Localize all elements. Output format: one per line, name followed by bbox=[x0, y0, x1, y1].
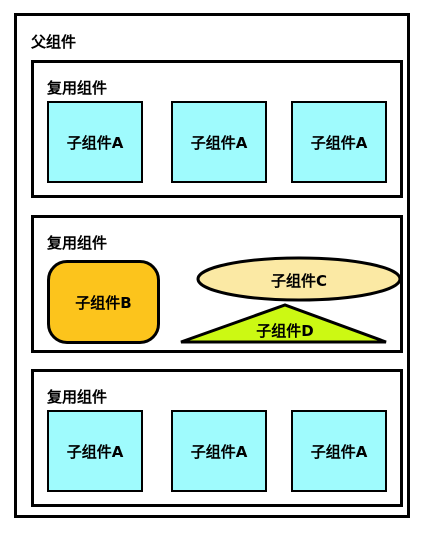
reusable-component-title: 复用组件 bbox=[47, 388, 108, 406]
child-component-a: 子组件A bbox=[171, 410, 267, 492]
child-component-a: 子组件A bbox=[171, 101, 267, 183]
reusable-component-middle: 复用组件 子组件B 子组件C 子组件D bbox=[31, 215, 403, 353]
parent-component-title: 父组件 bbox=[31, 33, 77, 51]
reusable-component-top: 复用组件 子组件A 子组件A 子组件A bbox=[31, 60, 403, 198]
child-component-c-label: 子组件C bbox=[270, 272, 328, 290]
child-shapes bbox=[180, 256, 402, 344]
reusable-component-title: 复用组件 bbox=[47, 234, 108, 252]
child-component-a: 子组件A bbox=[291, 410, 387, 492]
reusable-component-bottom: 复用组件 子组件A 子组件A 子组件A bbox=[31, 369, 403, 507]
reusable-component-title: 复用组件 bbox=[47, 79, 108, 97]
parent-component: 父组件 复用组件 子组件A 子组件A 子组件A 复用组件 子组件B 子组件C 子… bbox=[14, 13, 410, 518]
child-component-a: 子组件A bbox=[47, 101, 143, 183]
child-component-a: 子组件A bbox=[291, 101, 387, 183]
child-component-d-triangle bbox=[180, 303, 387, 344]
child-component-a: 子组件A bbox=[47, 410, 143, 492]
child-component-b: 子组件B bbox=[47, 260, 160, 344]
child-component-d-label: 子组件D bbox=[256, 322, 314, 340]
child-component-c-ellipse bbox=[196, 256, 402, 302]
